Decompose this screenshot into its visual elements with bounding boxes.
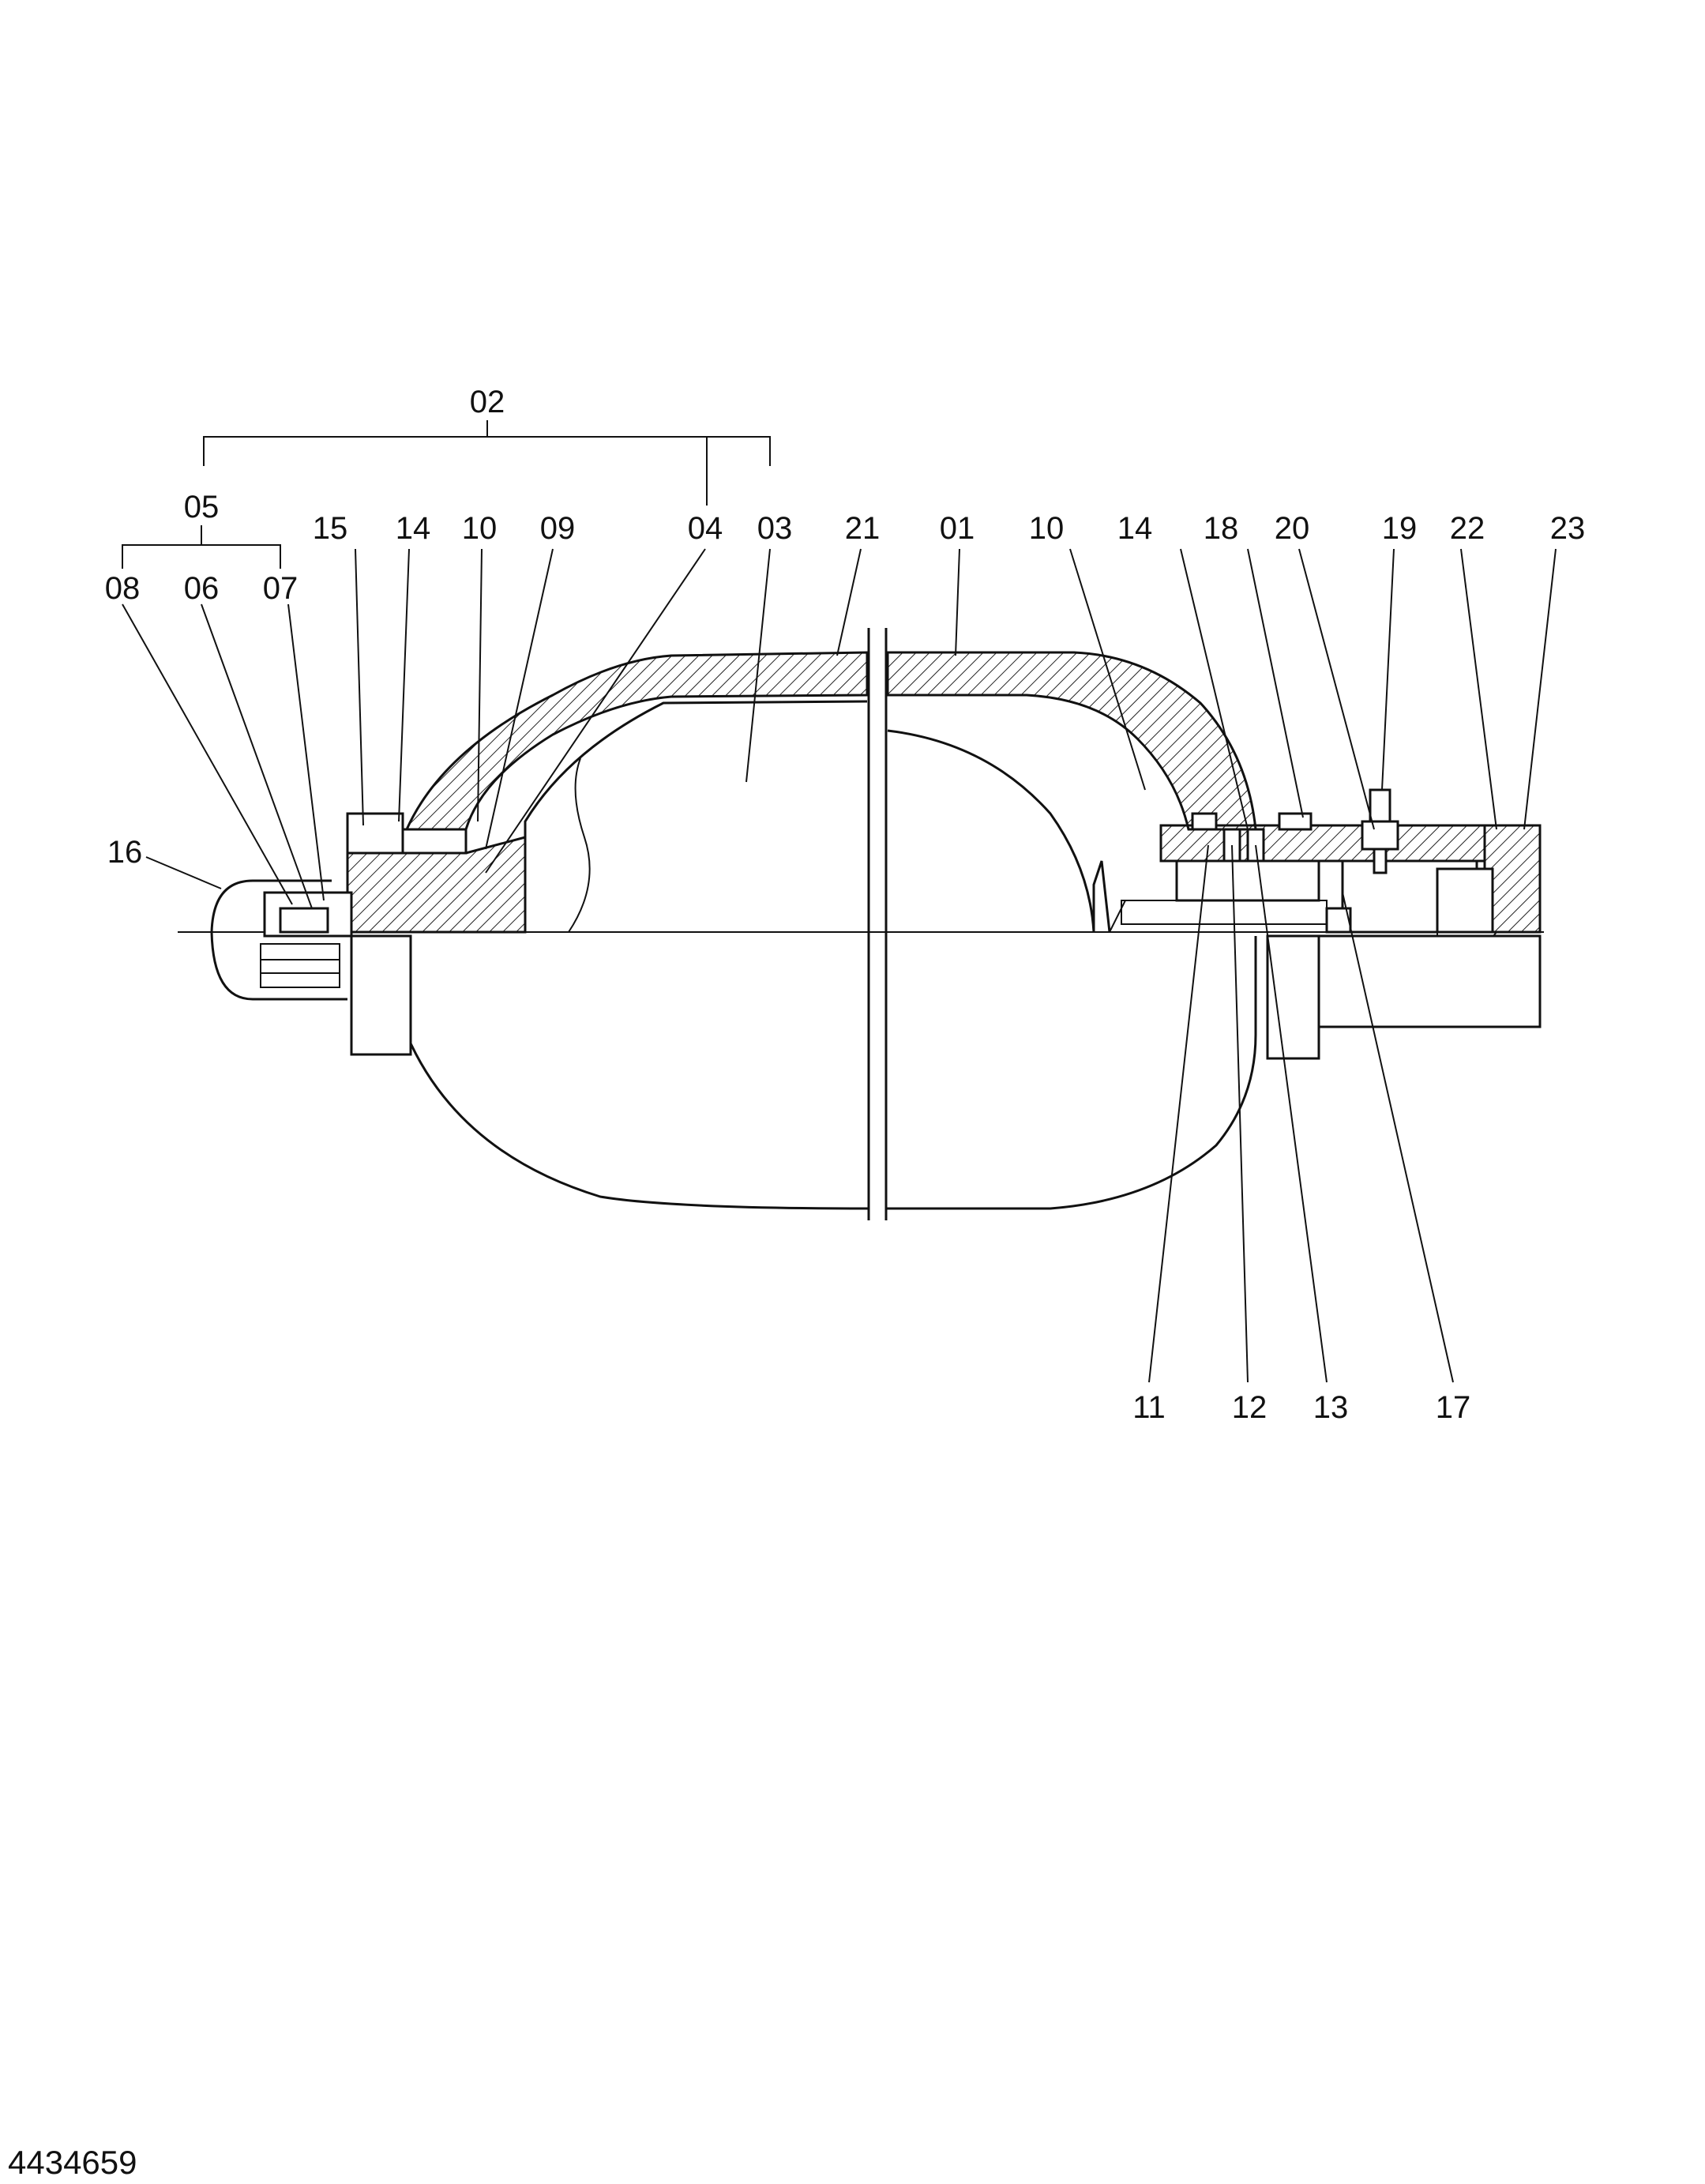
callout-02: 02 (470, 385, 505, 419)
callout-13: 13 (1313, 1390, 1349, 1425)
callout-12: 12 (1232, 1390, 1267, 1425)
callout-11: 11 (1132, 1390, 1166, 1425)
group-bracket-05 (122, 525, 281, 569)
callout-05: 05 (184, 490, 220, 524)
document-number: 4434659 (8, 2144, 137, 2181)
callout-08: 08 (105, 571, 141, 606)
callout-22: 22 (1450, 511, 1485, 546)
callout-17: 17 (1436, 1390, 1471, 1425)
callout-23: 23 (1550, 511, 1586, 546)
callout-18: 18 (1204, 511, 1239, 546)
shell-upper-section (404, 651, 869, 831)
bleed-screw (1361, 788, 1399, 874)
callout-06: 06 (184, 571, 220, 606)
bladder (524, 700, 868, 932)
callout-01: 01 (940, 511, 975, 546)
callout-20: 20 (1275, 511, 1310, 546)
break-lines (867, 628, 888, 1220)
protective-cap-left (210, 879, 347, 1001)
callout-07: 07 (263, 571, 299, 606)
callout-14: 14 (396, 511, 431, 546)
callout-15: 15 (313, 511, 348, 546)
callout-03: 03 (757, 511, 793, 546)
callout-09: 09 (540, 511, 576, 546)
oil-port-body-right (1121, 824, 1542, 1060)
callout-10: 10 (462, 511, 498, 546)
shell-lower-outline (405, 936, 869, 1210)
gas-valve-body-left (263, 812, 527, 1056)
poppet-valve-right (1092, 860, 1327, 933)
callout-14b: 14 (1117, 511, 1153, 546)
callout-21: 21 (845, 511, 881, 546)
callout-19: 19 (1382, 511, 1418, 546)
group-bracket-02 (203, 420, 771, 506)
callout-10b: 10 (1029, 511, 1065, 546)
callouts: 02 05 15 14 10 09 04 03 21 01 10 14 18 2… (105, 385, 1586, 1425)
callout-04: 04 (688, 511, 723, 546)
leader-lines (122, 548, 1557, 1383)
callout-16: 16 (107, 835, 143, 870)
